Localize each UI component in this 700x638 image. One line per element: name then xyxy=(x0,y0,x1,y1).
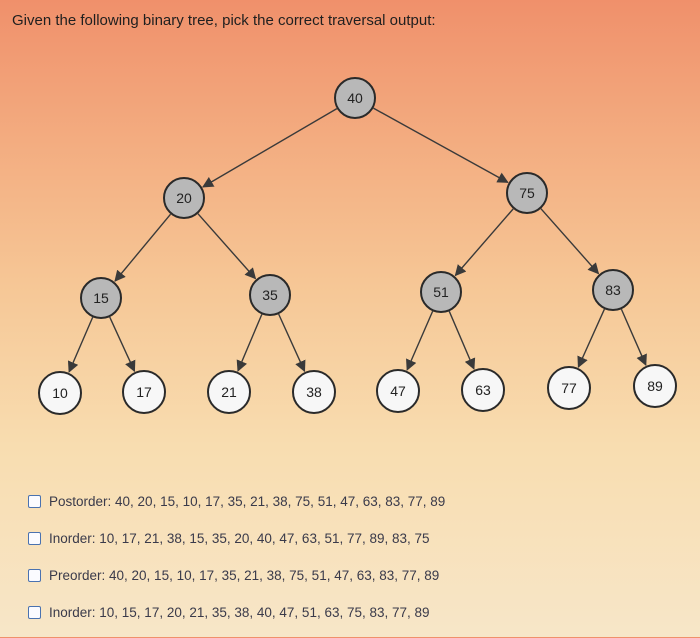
node-circle xyxy=(80,277,122,319)
node-circle xyxy=(38,371,82,415)
tree-node-47: 47 xyxy=(376,369,420,413)
tree-edge xyxy=(406,310,434,371)
tree-node-40: 40 xyxy=(334,77,376,119)
tree-edge xyxy=(373,107,509,183)
checkbox[interactable] xyxy=(28,568,41,582)
node-circle xyxy=(122,370,166,414)
checkbox[interactable] xyxy=(28,605,41,619)
tree-node-15: 15 xyxy=(80,277,122,319)
tree-edge xyxy=(540,208,600,275)
node-circle xyxy=(376,369,420,413)
tree-node-17: 17 xyxy=(122,370,166,414)
option-label: Postorder: 40, 20, 15, 10, 17, 35, 21, 3… xyxy=(49,493,446,509)
tree-edge xyxy=(67,317,94,373)
node-label: 89 xyxy=(647,378,663,394)
node-circle xyxy=(506,172,548,214)
tree-node-75: 75 xyxy=(506,172,548,214)
node-label: 17 xyxy=(136,384,152,400)
tree-node-77: 77 xyxy=(547,366,591,410)
node-circle xyxy=(547,366,591,410)
tree-edge xyxy=(620,308,647,366)
option-inorder-b[interactable]: Inorder: 10, 15, 17, 20, 21, 35, 38, 40,… xyxy=(28,601,445,623)
node-circle xyxy=(207,370,251,414)
node-label: 83 xyxy=(605,282,621,298)
option-postorder[interactable]: Postorder: 40, 20, 15, 10, 17, 35, 21, 3… xyxy=(28,490,445,512)
node-label: 47 xyxy=(390,383,406,399)
tree-edge xyxy=(114,213,172,282)
tree-edge xyxy=(577,308,606,369)
binary-tree-diagram: 40 20 75 15 35 51 83 10 17 21 38 47 63 77 89 xyxy=(38,77,677,415)
tree-node-20: 20 xyxy=(163,177,205,219)
checkbox[interactable] xyxy=(28,494,41,508)
tree-node-89: 89 xyxy=(633,364,677,408)
tree-edge xyxy=(278,313,306,373)
node-label: 21 xyxy=(221,384,237,400)
tree-node-21: 21 xyxy=(207,370,251,414)
tree-node-63: 63 xyxy=(461,368,505,412)
node-circle xyxy=(163,177,205,219)
answer-options: Postorder: 40, 20, 15, 10, 17, 35, 21, 3… xyxy=(28,490,445,638)
tree-node-51: 51 xyxy=(420,271,462,313)
question-text: Given the following binary tree, pick th… xyxy=(12,12,436,29)
node-circle xyxy=(292,370,336,414)
node-label: 20 xyxy=(176,190,192,206)
node-label: 63 xyxy=(475,382,491,398)
checkbox[interactable] xyxy=(28,531,41,545)
node-label: 38 xyxy=(306,384,322,400)
tree-node-35: 35 xyxy=(249,274,291,316)
tree-edge xyxy=(202,107,338,188)
node-label: 15 xyxy=(93,290,109,306)
tree-edge xyxy=(109,316,136,373)
node-label: 40 xyxy=(347,90,363,106)
option-label: Inorder: 10, 17, 21, 38, 15, 35, 20, 40,… xyxy=(49,530,430,546)
node-circle xyxy=(633,364,677,408)
tree-node-83: 83 xyxy=(592,269,634,311)
option-label: Inorder: 10, 15, 17, 20, 21, 35, 38, 40,… xyxy=(49,604,430,620)
node-label: 77 xyxy=(561,380,577,396)
tree-edge xyxy=(448,311,476,370)
node-circle xyxy=(592,269,634,311)
tree-edge xyxy=(236,314,263,372)
node-label: 35 xyxy=(262,287,278,303)
option-inorder-a[interactable]: Inorder: 10, 17, 21, 38, 15, 35, 20, 40,… xyxy=(28,527,445,549)
node-label: 75 xyxy=(519,185,535,201)
node-circle xyxy=(420,271,462,313)
tree-edge xyxy=(454,208,514,277)
tree-node-10: 10 xyxy=(38,371,82,415)
node-circle xyxy=(249,274,291,316)
node-circle xyxy=(334,77,376,119)
tree-edge xyxy=(197,213,257,280)
option-preorder[interactable]: Preorder: 40, 20, 15, 10, 17, 35, 21, 38… xyxy=(28,564,445,586)
node-label: 51 xyxy=(433,284,449,300)
node-label: 10 xyxy=(52,385,68,401)
tree-node-38: 38 xyxy=(292,370,336,414)
node-circle xyxy=(461,368,505,412)
option-label: Preorder: 40, 20, 15, 10, 17, 35, 21, 38… xyxy=(49,567,440,583)
